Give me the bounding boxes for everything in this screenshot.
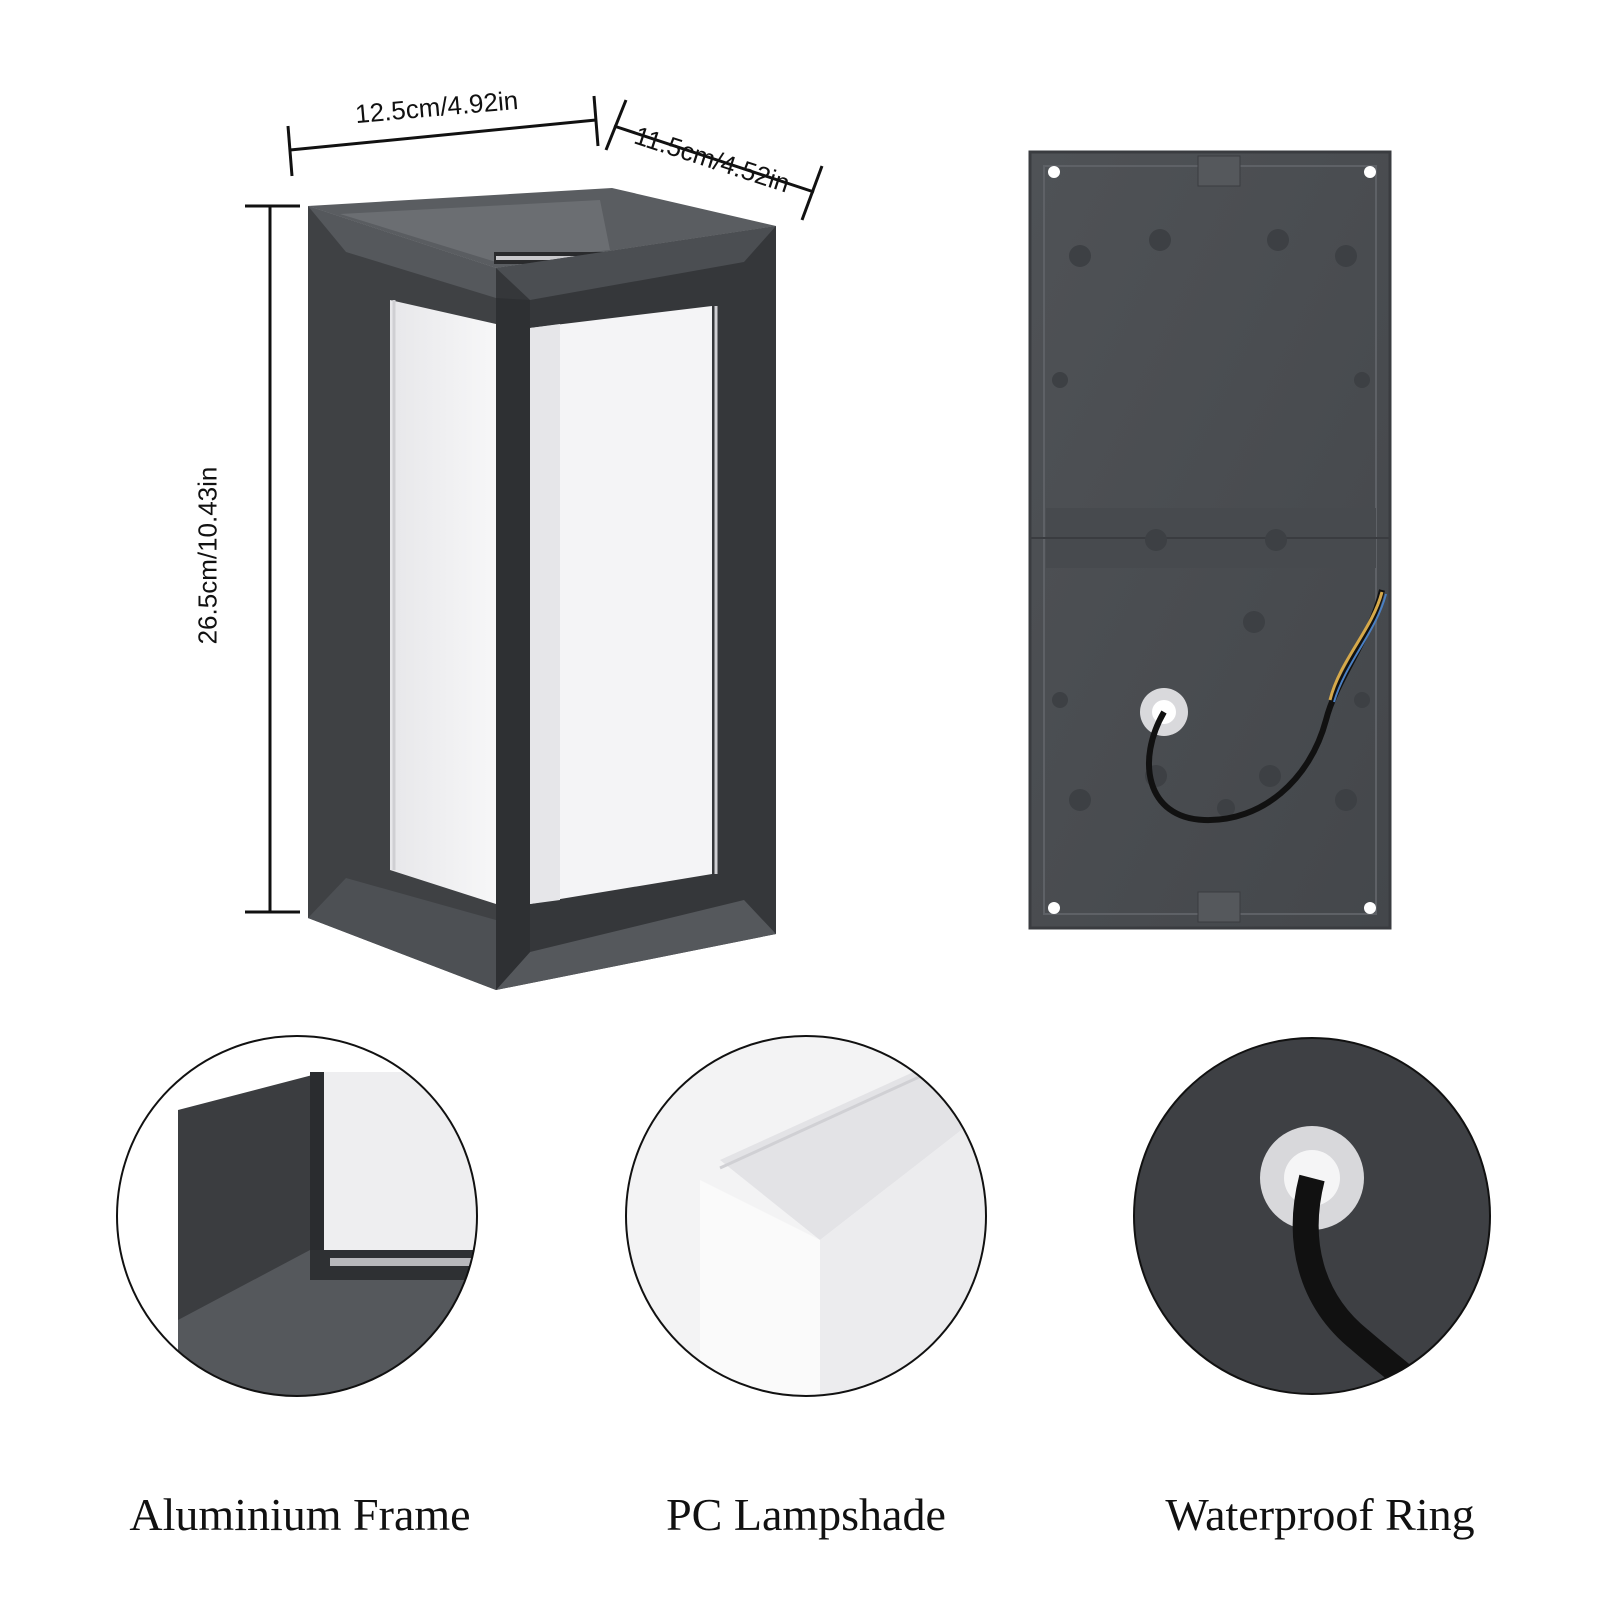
- caption-pc-lampshade: PC Lampshade: [666, 1489, 946, 1540]
- waterproof-ring-closeup: [1133, 1037, 1491, 1395]
- back-plate: [1028, 150, 1392, 930]
- height-dimension-label: 26.5cm/10.43in: [192, 466, 223, 645]
- lamp-front-view: [308, 188, 776, 990]
- caption-waterproof-ring: Waterproof Ring: [1165, 1489, 1475, 1540]
- caption-aluminium-frame: Aluminium Frame: [129, 1489, 471, 1540]
- pc-lampshade-closeup: [625, 1035, 987, 1397]
- depth-dimension-line: [604, 99, 824, 221]
- width-dimension-line: [286, 95, 600, 177]
- aluminium-frame-closeup: [116, 1035, 478, 1397]
- height-dimension-line: [245, 204, 300, 914]
